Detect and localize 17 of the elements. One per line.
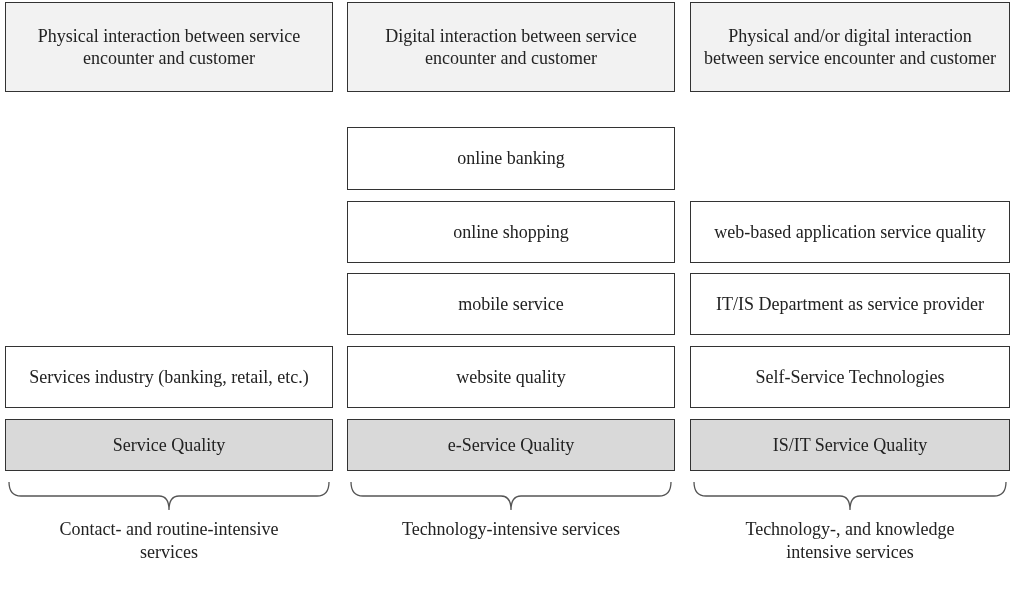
heading-box: Physical and/or digital interaction between service encounter and customer xyxy=(690,2,1010,92)
quality-box: e-Service Quality xyxy=(347,419,675,471)
topic-box: mobile service xyxy=(347,273,675,335)
topic-box: website quality xyxy=(347,346,675,408)
topic-box: web-based application service quality xyxy=(690,201,1010,263)
category-label: Technology-intensive services xyxy=(400,518,622,541)
quality-box: Service Quality xyxy=(5,419,333,471)
topic-box: online shopping xyxy=(347,201,675,263)
heading-box: Digital interaction between service encounter and customer xyxy=(347,2,675,92)
topic-box: online banking xyxy=(347,127,675,190)
heading-box: Physical interaction between service encounter and customer xyxy=(5,2,333,92)
topic-box: Services industry (banking, retail, etc.) xyxy=(5,346,333,408)
topic-box: Self-Service Technologies xyxy=(690,346,1010,408)
quality-box: IS/IT Service Quality xyxy=(690,419,1010,471)
topic-box: IT/IS Department as service provider xyxy=(690,273,1010,335)
category-label: Contact- and routine-intensive services xyxy=(58,518,280,565)
category-label: Technology-, and knowledge intensive services xyxy=(744,518,956,565)
